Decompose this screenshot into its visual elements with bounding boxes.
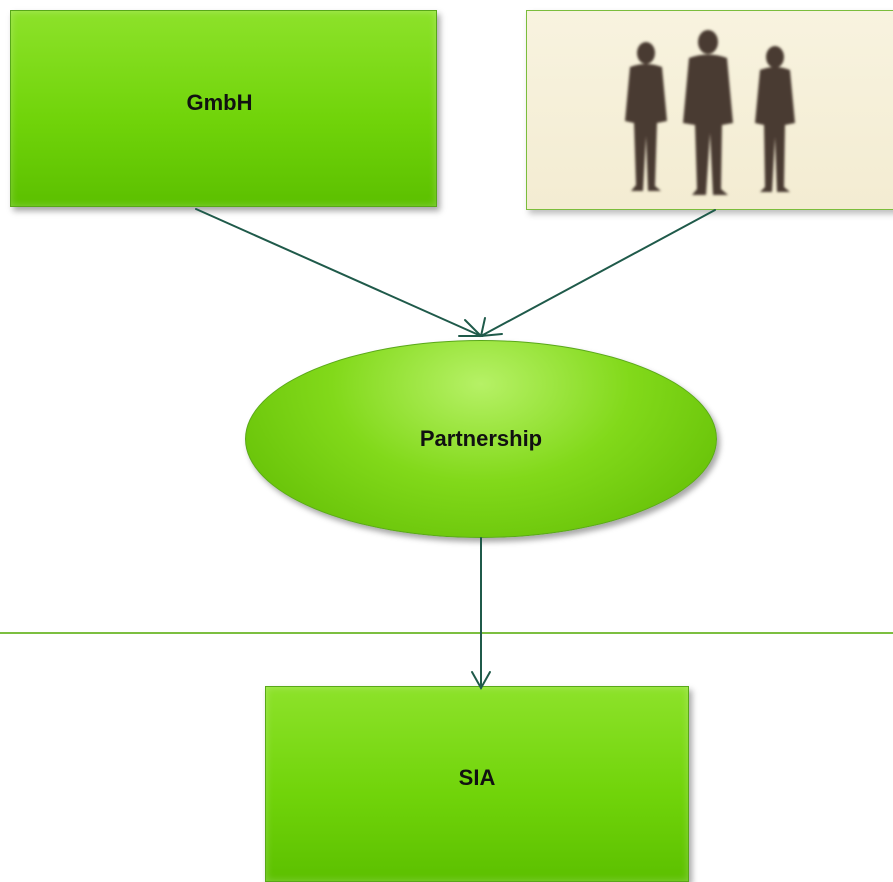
arrowhead-people [479,317,503,338]
sia-box: SIA [265,686,689,882]
partnership-ellipse: Partnership [245,340,717,538]
gmbh-label: GmbH [186,89,253,115]
arrowhead-sia [471,671,491,691]
sia-label: SIA [458,765,496,790]
partnership-label: Partnership [419,426,543,451]
divider-line [0,632,893,634]
arrow-gmbh-to-partnership [195,208,482,337]
person-right-silhouette [755,46,795,192]
gmbh-box: GmbH [10,10,437,207]
three-businessmen-silhouette-icon [625,30,795,195]
person-middle-silhouette [683,30,733,195]
person-left-silhouette [625,42,667,191]
arrow-people-to-partnership [480,209,716,337]
people-image-box [526,10,893,210]
